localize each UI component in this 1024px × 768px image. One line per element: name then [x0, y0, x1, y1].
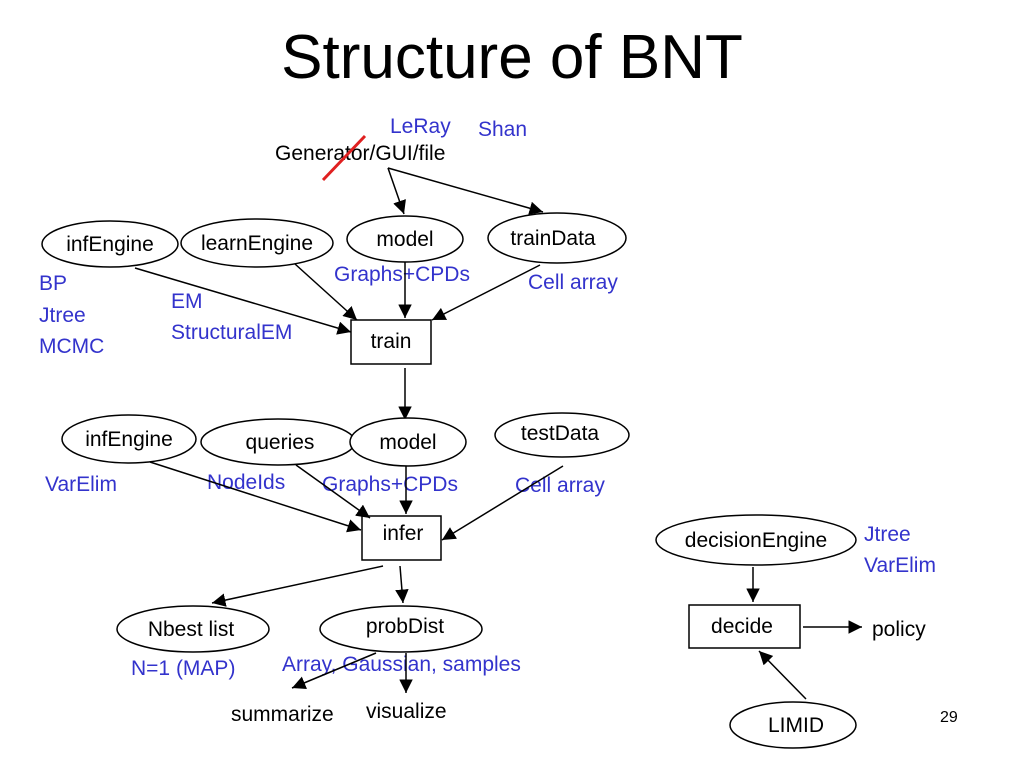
probdist-node-label: probDist [366, 615, 444, 638]
model-node-infer-label: model [379, 431, 436, 454]
decisionengine-node-label: decisionEngine [685, 529, 827, 552]
bp-note: BP [39, 272, 67, 295]
graphs-cpds-note-train: Graphs+CPDs [334, 263, 470, 286]
probdist-note: Array, Gaussian, samples [282, 653, 521, 676]
graphs-cpds-note-infer: Graphs+CPDs [322, 473, 458, 496]
jtree-note-decision: Jtree [864, 523, 911, 546]
infer-box-label: infer [383, 522, 424, 545]
slide-title: Structure of BNT [281, 23, 743, 92]
cell-array-note-infer: Cell array [515, 474, 605, 497]
model-node-infer [349, 417, 467, 467]
visualize-label: visualize [366, 700, 447, 723]
edge-traindata-train [431, 264, 541, 321]
decide-box [688, 604, 801, 649]
edge-learnengine-train [294, 263, 358, 321]
edge-limid-decide [758, 650, 807, 700]
strikethrough-mark [321, 134, 367, 182]
model-node-train-label: model [376, 228, 433, 251]
policy-label: policy [872, 618, 926, 641]
nbest-node [116, 605, 270, 653]
nbest-node-label: Nbest list [148, 618, 235, 641]
probdist-node [319, 605, 483, 653]
edge-infer-nbest [211, 565, 384, 607]
edge-infengine-infer [149, 461, 362, 533]
nbest-note: N=1 (MAP) [131, 657, 235, 680]
varelim-note: VarElim [45, 473, 117, 496]
infengine-node-infer-label: infEngine [85, 428, 173, 451]
shan-annotation: Shan [478, 118, 527, 141]
testdata-node-label: testData [521, 422, 600, 445]
testdata-node [494, 412, 630, 458]
learnengine-node-label: learnEngine [201, 232, 313, 255]
cell-array-note-train: Cell array [528, 271, 618, 294]
structural-em-note: StructuralEM [171, 321, 292, 344]
edge-source-traindata [387, 167, 544, 215]
page-number: 29 [940, 709, 958, 726]
infengine-node-label: infEngine [66, 233, 154, 256]
learnengine-node [180, 218, 334, 268]
edge-testdata-infer [441, 465, 564, 541]
traindata-node [487, 212, 627, 264]
source-label: Generator/GUI/file [275, 142, 445, 165]
summarize-label: summarize [231, 703, 334, 726]
mcmc-note: MCMC [39, 335, 104, 358]
train-box [350, 319, 432, 365]
limid-node [729, 701, 857, 749]
edge-queries-infer [295, 464, 371, 519]
jtree-note: Jtree [39, 304, 86, 327]
edge-source-model [387, 167, 406, 215]
decisionengine-node [655, 514, 857, 566]
infengine-node-infer [61, 414, 197, 464]
nodeids-note: NodeIds [207, 471, 285, 494]
infer-box [361, 515, 442, 561]
limid-node-label: LIMID [768, 714, 824, 737]
leray-annotation: LeRay [390, 115, 451, 138]
decide-box-label: decide [711, 615, 773, 638]
queries-node-label: queries [246, 431, 315, 454]
traindata-node-label: trainData [510, 227, 596, 250]
edge-probdist-summarize [291, 652, 377, 690]
varelim-note-decision: VarElim [864, 554, 936, 577]
edge-infengine-train [134, 267, 352, 335]
train-box-label: train [371, 330, 412, 353]
edge-infer-probdist [395, 565, 409, 604]
infengine-node [41, 220, 179, 268]
em-note: EM [171, 290, 203, 313]
